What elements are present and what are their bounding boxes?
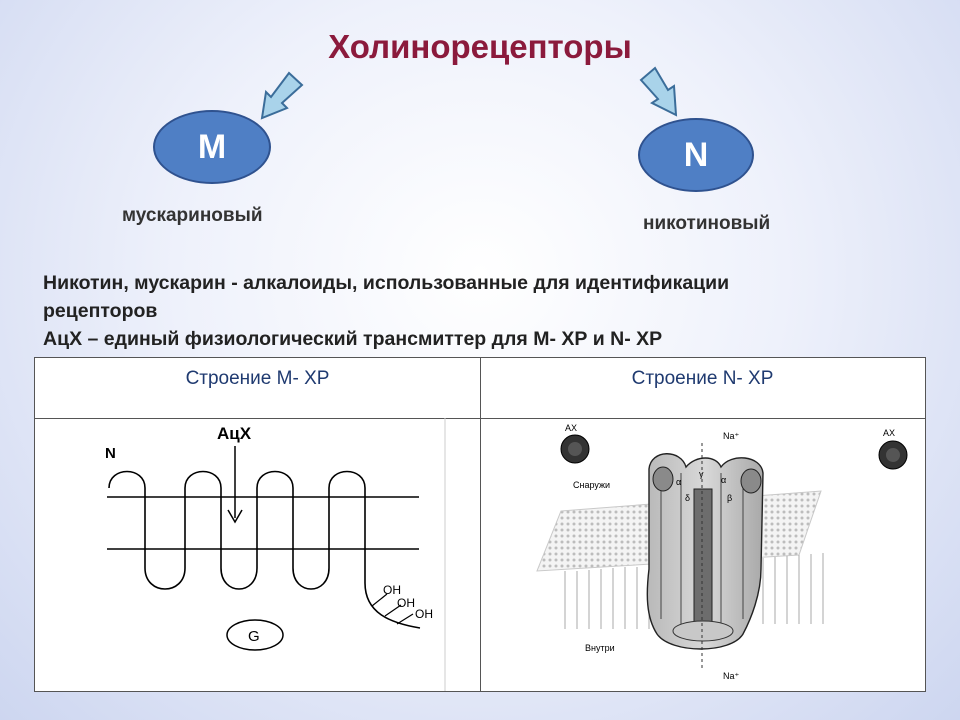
subunit-mark-5: δ (685, 493, 690, 503)
n-receptor-label: никотиновый (643, 213, 771, 234)
ion-channel (646, 453, 764, 650)
ach-label: АцХ (217, 424, 252, 443)
paragraph-line-2: рецепторов (43, 300, 158, 322)
channel-pore (693, 488, 713, 640)
m-receptor-label: мускариновый (122, 205, 263, 226)
na-top-label: Na⁺ (723, 431, 740, 441)
serpentine-chain (108, 470, 421, 629)
ach-down-arrow-icon (227, 446, 243, 524)
outside-label: Снаружи (573, 480, 610, 490)
inside-label: Внутри (585, 643, 615, 653)
n-receptor-diagram: α γ α β δ АХ АХ Na⁺ Снаружи Внутри Na⁺ (536, 423, 908, 681)
table-column-divider (480, 358, 481, 691)
paragraph-line-1: Никотин, мускарин - алкалоиды, использов… (43, 272, 730, 294)
structure-table: Строение М- ХР Строение N- ХР N АцХ OH O… (34, 357, 926, 692)
oh-label-2: OH (397, 596, 415, 610)
g-protein-label: G (248, 628, 260, 645)
phosphorylation-marks: OH OH OH (371, 583, 433, 625)
na-bottom-label: Na⁺ (723, 671, 740, 681)
m-receptor-badge: M (153, 110, 271, 184)
slide-title: Холинорецепторы (328, 28, 632, 65)
header-n-structure: Строение N- ХР (631, 368, 774, 389)
arrow-left-icon (260, 71, 304, 120)
n-receptor-badge: N (638, 118, 754, 192)
n-terminus-label: N (105, 445, 116, 462)
m-receptor-letter: M (197, 127, 227, 166)
subunit-mark-4: β (727, 493, 732, 503)
ach-left-label: АХ (565, 423, 577, 433)
g-protein-ellipse (226, 619, 284, 651)
n-receptor-letter: N (683, 135, 709, 174)
arrow-right-icon (639, 66, 678, 117)
oh-label-1: OH (383, 583, 401, 597)
ach-right-label: АХ (883, 428, 895, 438)
subunit-mark-3: α (721, 475, 726, 485)
subunit-mark-1: α (676, 477, 681, 487)
header-m-structure: Строение М- ХР (185, 368, 330, 389)
oh-label-3: OH (415, 607, 433, 621)
m-receptor-diagram: N АцХ OH OH OH G (105, 418, 446, 691)
paragraph-line-3: АцХ – единый физиологический трансмиттер… (43, 328, 663, 350)
